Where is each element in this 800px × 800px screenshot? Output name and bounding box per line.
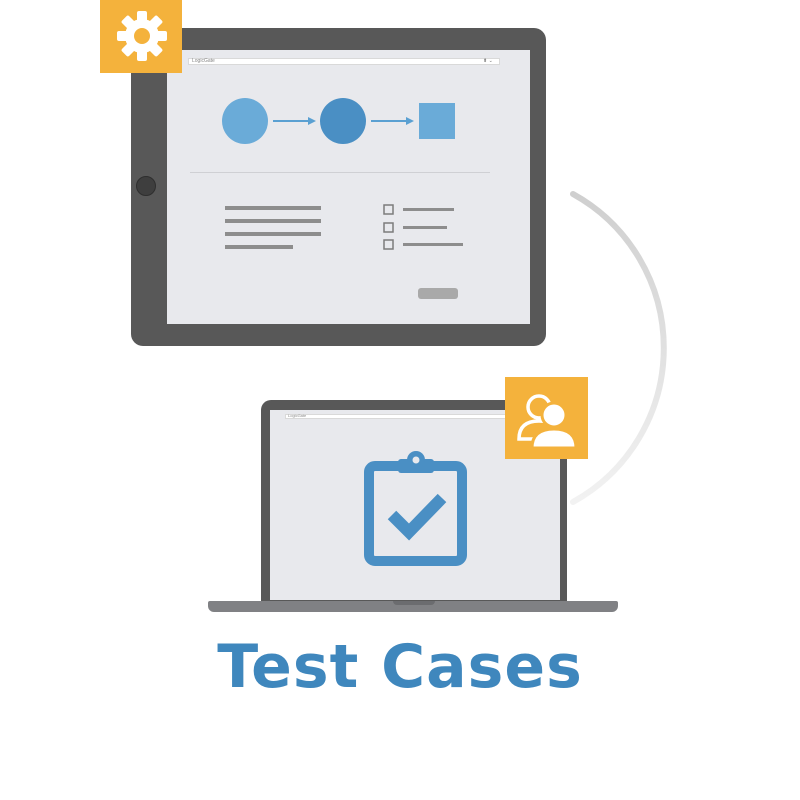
checklist-line [403, 208, 454, 211]
text-line [225, 232, 321, 236]
checkbox-icon [383, 204, 394, 215]
arrow-head [406, 117, 414, 125]
clipboard-check-icon [364, 451, 467, 566]
checklist-line [403, 243, 463, 246]
checklist-line [403, 226, 447, 229]
tablet-home-button [136, 176, 156, 196]
gear-icon [117, 11, 167, 61]
text-lines-block [225, 206, 321, 249]
checklist [383, 204, 463, 250]
text-line [225, 219, 321, 223]
tablet-screen [167, 50, 530, 324]
tablet-address-controls: ⬍ ⌄ [483, 58, 493, 64]
circle-node-icon [320, 98, 366, 144]
laptop-notch [393, 601, 435, 605]
users-icon [517, 394, 578, 450]
tablet-address-text: LogicGate [192, 58, 215, 64]
laptop-address-text: LogicGate [288, 413, 307, 418]
tablet-divider [190, 172, 490, 173]
checkbox-icon [383, 239, 394, 250]
laptop-base [208, 601, 618, 612]
laptop-address-bar [285, 414, 535, 419]
circle-node-icon [222, 98, 268, 144]
square-node-icon [419, 103, 455, 139]
text-line [225, 245, 293, 249]
page-title: Test Cases [217, 632, 583, 702]
tablet-submit-button [418, 288, 458, 299]
checkbox-icon [383, 222, 394, 233]
tablet-address-bar [188, 58, 500, 65]
text-line [225, 206, 321, 210]
arrow-head [308, 117, 316, 125]
